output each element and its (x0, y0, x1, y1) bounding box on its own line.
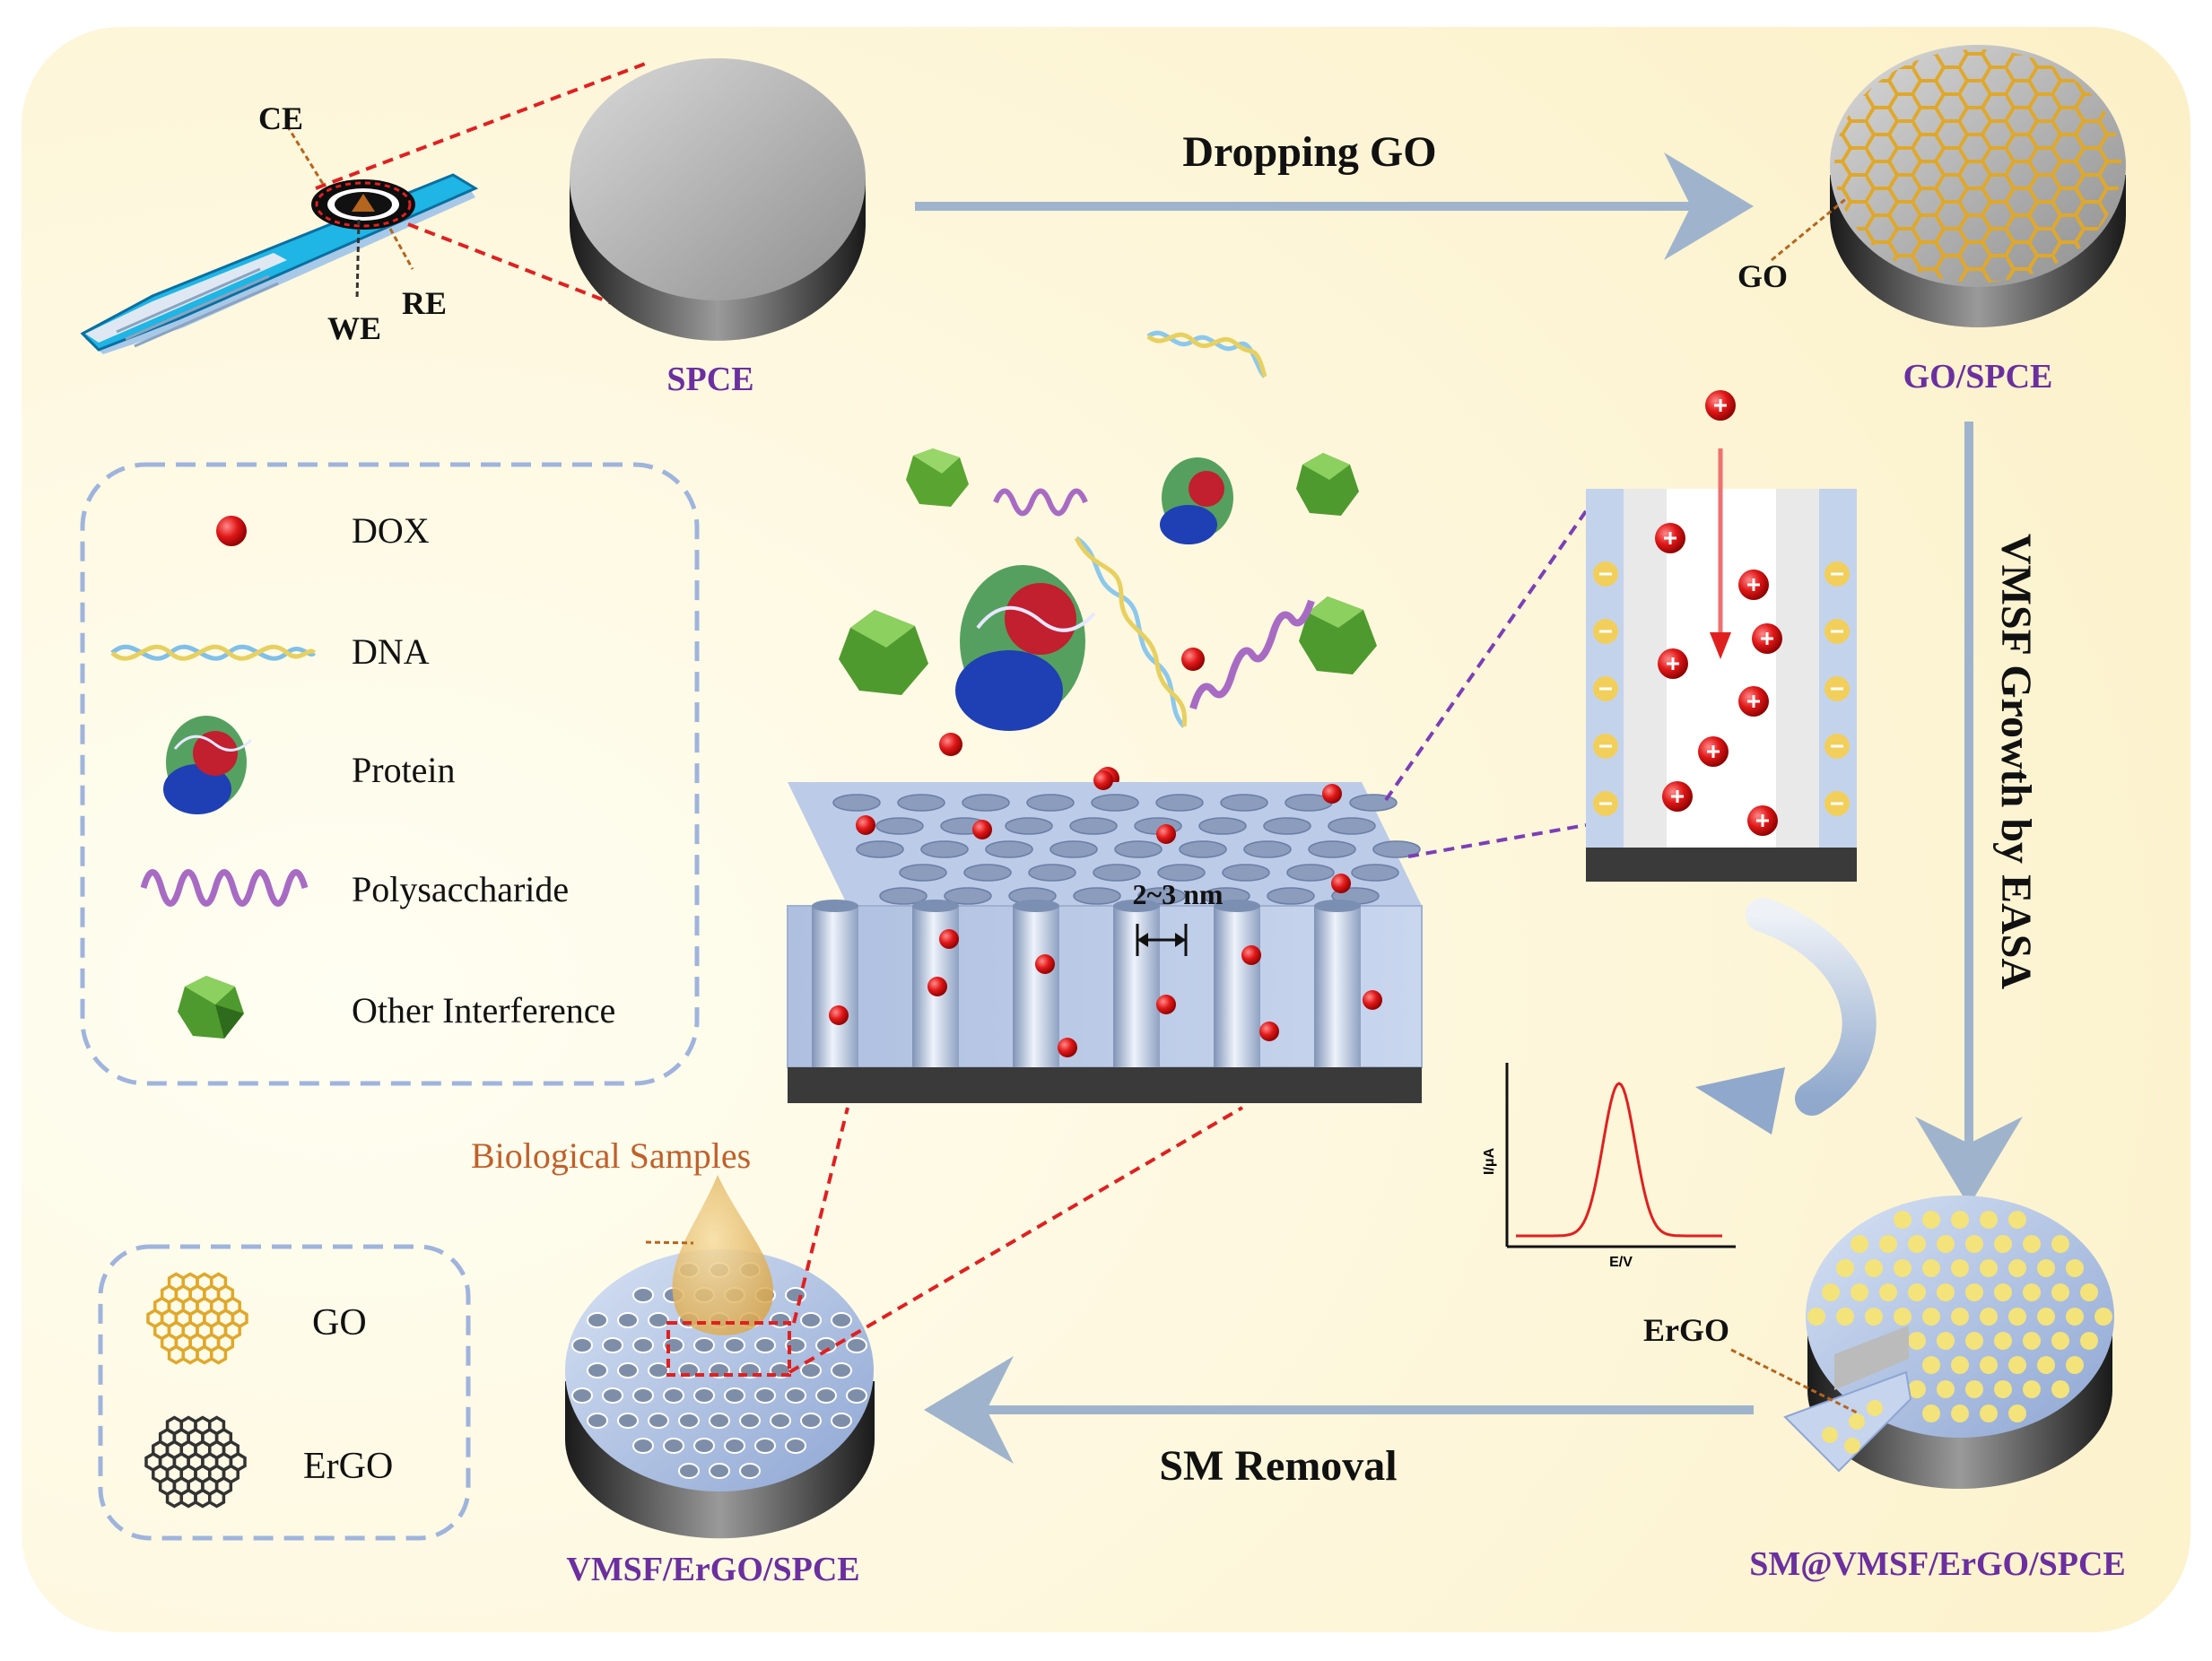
ce-label: CE (258, 100, 303, 136)
we-label: WE (327, 310, 381, 346)
legend-protein-label: Protein (352, 750, 456, 790)
sm-vmsf-caption: SM@VMSF/ErGO/SPCE (1749, 1545, 2126, 1583)
legend-other-label: Other Interference (352, 990, 615, 1031)
vmsf-channel-block (787, 770, 1423, 1103)
curved-arrow (1746, 898, 1877, 1116)
pore-size-label: 2~3 nm (1132, 878, 1223, 910)
vmsf-ergo-caption: VMSF/ErGO/SPCE (566, 1551, 859, 1588)
legend-go-label: GO (312, 1302, 367, 1344)
ergo-pointer-label: ErGO (1643, 1312, 1729, 1348)
sm-removal-label: SM Removal (1159, 1442, 1397, 1490)
dpv-x-axis-label: E/V (1609, 1255, 1633, 1270)
dpv-y-axis-label: I/μA (1482, 1147, 1497, 1175)
go-pointer-label: GO (1737, 258, 1788, 294)
ergo-pointer-line (1730, 1348, 1858, 1414)
go-spce-disk (1830, 45, 2126, 327)
protein-icon (163, 716, 253, 814)
bio-sample-pointer (645, 1240, 694, 1245)
dropping-go-label: Dropping GO (1182, 128, 1436, 176)
spce-strip-illustration (80, 173, 479, 354)
pore-size-arrowheads (1137, 933, 1186, 947)
sample-droplet (672, 1175, 774, 1335)
channel-zoom (1586, 390, 1857, 882)
re-label: RE (402, 285, 447, 321)
legend-ergo-label: ErGO (303, 1446, 393, 1487)
legend-polysaccharide-label: Polysaccharide (352, 869, 569, 909)
materials-legend-box (98, 1244, 471, 1541)
spce-caption: SPCE (666, 361, 753, 398)
spce-disk (570, 58, 866, 341)
legend-box (80, 462, 700, 1086)
legend-dna-label: DNA (352, 631, 430, 672)
legend-dox-label: DOX (352, 510, 430, 551)
dna-helix-icon (110, 644, 317, 661)
interference-polyhedron-icon (178, 976, 244, 1039)
curved-arrow-head (1695, 1067, 1785, 1135)
polysaccharide-icon (140, 869, 309, 907)
sm-vmsf-disk (1783, 1196, 2114, 1489)
vmsf-ergo-disk (565, 1175, 875, 1539)
go-spce-caption: GO/SPCE (1903, 358, 2053, 396)
ergo-honeycomb-icon (144, 1415, 247, 1509)
dpv-plot (1505, 1063, 1736, 1248)
vmsf-growth-label: VMSF Growth by EASA (1992, 534, 2040, 989)
bio-samples-label: Biological Samples (471, 1135, 751, 1176)
dox-sphere-icon (216, 516, 247, 546)
go-honeycomb-icon (146, 1272, 248, 1365)
